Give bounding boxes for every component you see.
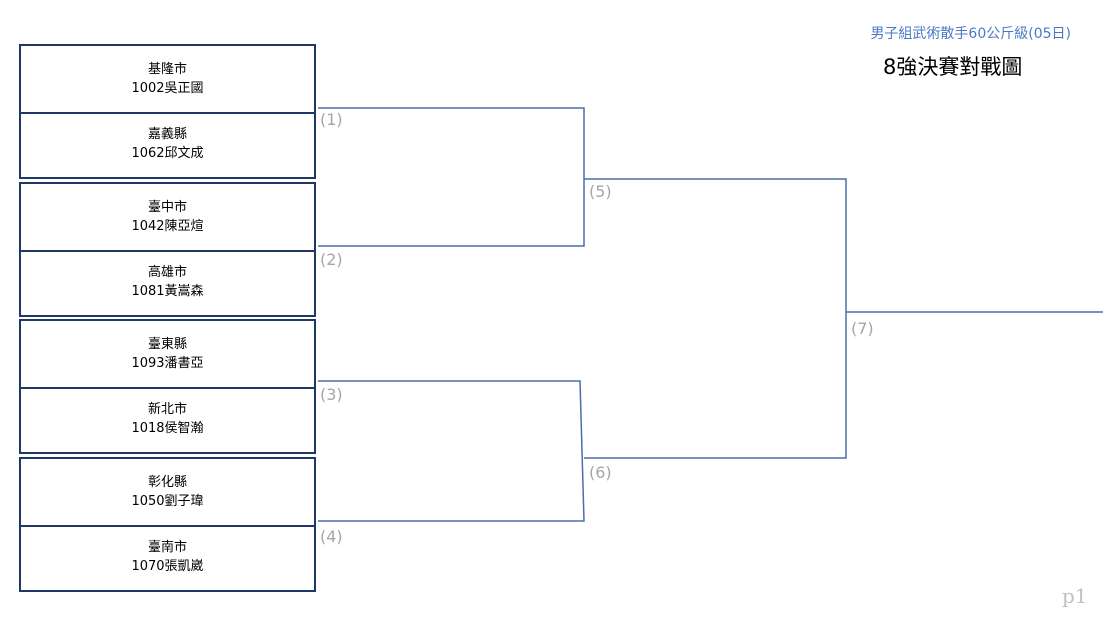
bracket-pair-3: 臺東縣 1093潘書亞 新北市 1018侯智瀚: [19, 319, 316, 454]
entry-player: 1018侯智瀚: [131, 421, 204, 437]
entry-team: 臺東縣: [147, 336, 187, 352]
entry-slot: 新北市 1018侯智瀚: [21, 387, 314, 453]
match-label-6: (6): [589, 463, 612, 482]
entry-slot: 臺南市 1070張凱崴: [21, 525, 314, 591]
entry-player: 1002吳正國: [131, 80, 204, 96]
entry-slot: 高雄市 1081黃嵩森: [21, 250, 314, 316]
bracket-pair-4: 彰化縣 1050劉子瑋 臺南市 1070張凱崴: [19, 457, 316, 592]
match-label-3: (3): [320, 385, 343, 404]
entry-team: 新北市: [147, 402, 187, 418]
entry-player: 1050劉子瑋: [131, 493, 204, 509]
event-subtitle: 男子組武術散手60公斤級(05日): [870, 26, 1071, 42]
page-title: 8強決賽對戰圖: [883, 55, 1023, 79]
entry-slot: 基隆市 1002吳正國: [21, 46, 314, 114]
entry-team: 嘉義縣: [147, 127, 187, 143]
match-label-4: (4): [320, 527, 343, 546]
bracket-line-match-1: [318, 107, 585, 247]
bracket-line-match-2: [318, 380, 585, 522]
bracket-pair-1: 基隆市 1002吳正國 嘉義縣 1062邱文成: [19, 44, 316, 179]
match-label-2: (2): [320, 250, 343, 269]
entry-team: 臺南市: [147, 540, 187, 556]
entry-slot: 彰化縣 1050劉子瑋: [21, 459, 314, 527]
entry-player: 1062邱文成: [131, 146, 204, 162]
entry-player: 1093潘書亞: [131, 355, 204, 371]
entry-slot: 臺東縣 1093潘書亞: [21, 321, 314, 389]
entry-player: 1042陳亞煊: [131, 218, 204, 234]
match-label-1: (1): [320, 110, 343, 129]
page-number: p1: [1062, 584, 1088, 608]
match-label-7: (7): [851, 319, 874, 338]
entry-team: 基隆市: [147, 61, 187, 77]
entry-team: 臺中市: [147, 199, 187, 215]
bracket-pair-2: 臺中市 1042陳亞煊 高雄市 1081黃嵩森: [19, 182, 316, 317]
entry-team: 彰化縣: [147, 474, 187, 490]
entry-slot: 嘉義縣 1062邱文成: [21, 112, 314, 178]
entry-slot: 臺中市 1042陳亞煊: [21, 184, 314, 252]
entry-player: 1070張凱崴: [131, 559, 204, 575]
entry-team: 高雄市: [147, 265, 187, 281]
bracket-line-match-3: [584, 178, 847, 459]
entry-player: 1081黃嵩森: [131, 284, 204, 300]
match-label-5: (5): [589, 182, 612, 201]
